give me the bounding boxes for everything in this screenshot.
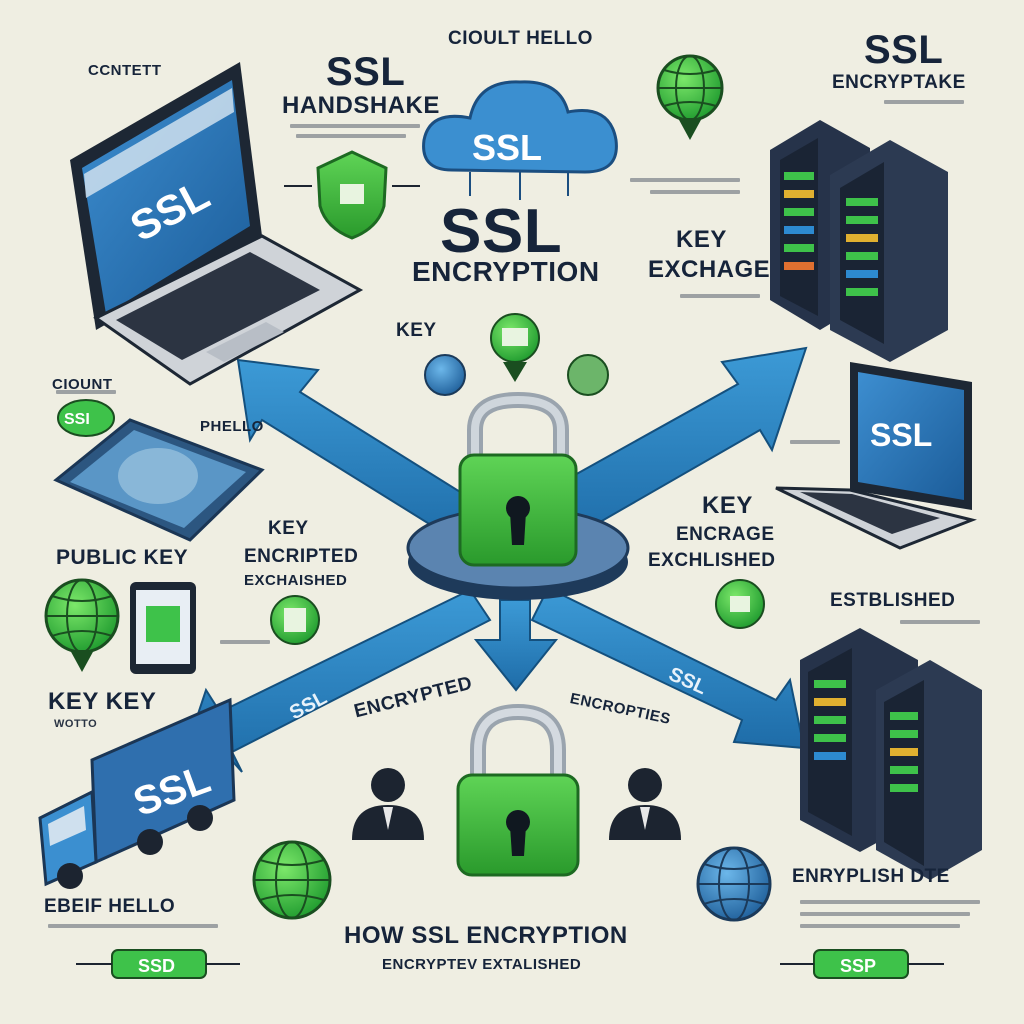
fine-print: [800, 912, 970, 916]
laptop-icon: [775, 362, 977, 550]
person-icon: [352, 768, 424, 840]
ssl-top-label: SSL: [326, 50, 406, 94]
globe-icon: [252, 840, 332, 920]
ebeif-hello-label: EBEIF HELLO: [44, 896, 176, 917]
lock-icon: [456, 703, 580, 877]
exchlished-label: EXCHLISHED: [648, 550, 776, 571]
fine-print: [790, 440, 840, 444]
badge-icon: [57, 399, 115, 437]
key-mid-label: KEY: [268, 518, 309, 539]
fine-print: [290, 124, 420, 128]
handshake-label: HANDSHAKE: [282, 92, 440, 119]
server-icon: [830, 140, 948, 362]
card-icon: [53, 418, 265, 542]
arrow-to-bottom-right: [530, 586, 806, 750]
fine-print: [630, 178, 740, 182]
encryptake-label: ENCRYPTAKE: [832, 72, 966, 93]
person-icon: [609, 768, 681, 840]
key-exchange-key-label: KEY: [676, 226, 727, 253]
key-small-label: KEY: [396, 320, 437, 341]
key-exchange-label: EXCHAGE: [648, 256, 771, 283]
wotto-label: WOTTO: [54, 718, 98, 730]
badge-bottom-left: SSD: [138, 956, 175, 976]
badge-bottom-right: SSP: [840, 956, 876, 976]
pin-icon: [715, 579, 765, 629]
arrow-to-top-right: [528, 346, 808, 547]
content-label: CCNTETT: [88, 62, 162, 79]
fine-print: [220, 640, 270, 644]
fine-print: [800, 924, 960, 928]
fine-print: [800, 900, 980, 904]
cloud-icon: [422, 80, 618, 174]
tablet-icon: [130, 582, 196, 674]
fine-print: [56, 390, 116, 394]
arrow-down-center: [473, 599, 559, 692]
right-laptop-ssl-label: SSL: [870, 417, 932, 453]
fine-print: [650, 190, 740, 194]
encryption-center-label: ENCRYPTION: [412, 256, 600, 287]
encryptev-label: ENCRYPTEV EXTALISHED: [382, 956, 582, 973]
fine-print: [48, 924, 218, 928]
globe-icon: [656, 54, 724, 140]
cloud-ssl-label: SSL: [472, 127, 542, 168]
key-key-label: KEY KEY: [48, 688, 157, 715]
estblished-label: ESTBLISHED: [830, 590, 956, 611]
fine-print: [680, 294, 760, 298]
fine-print: [900, 620, 980, 624]
hello-small-label: PHELLO: [200, 418, 264, 435]
globe-icon: [44, 578, 120, 672]
encrypted-mid-label: ENCRIPTED: [244, 546, 359, 567]
lock-icon: [458, 391, 578, 567]
laptop-icon: [70, 62, 364, 386]
server-icon: [876, 660, 982, 880]
badge-ssl-left: SSI: [64, 411, 90, 428]
pin-icon: [490, 313, 540, 382]
pin-icon: [567, 354, 609, 396]
shield-icon: [316, 150, 388, 240]
truck-icon: [38, 697, 236, 889]
client-hello-top-label: CIOULT HELLO: [448, 28, 593, 49]
pin-icon: [424, 354, 466, 396]
fine-print: [884, 100, 964, 104]
client-label: CIOUNT: [52, 376, 113, 393]
how-ssl-encryption-label: HOW SSL ENCRYPTION: [344, 922, 628, 949]
fine-print: [296, 134, 406, 138]
encryplise-dte-label: ENRYPLISH DTE: [792, 866, 950, 887]
globe-icon: [696, 846, 772, 922]
arrow-to-top-left: [236, 358, 506, 550]
pin-icon: [270, 595, 320, 645]
key-right-label: KEY: [702, 492, 753, 519]
public-key-label: PUBLIC KEY: [56, 546, 189, 569]
ssl-top-right-label: SSL: [864, 28, 944, 72]
exchaished-label: EXCHAISHED: [244, 572, 348, 589]
encrage-label: ENCRAGE: [676, 524, 775, 545]
ssl-center-label: SSL: [440, 197, 563, 266]
